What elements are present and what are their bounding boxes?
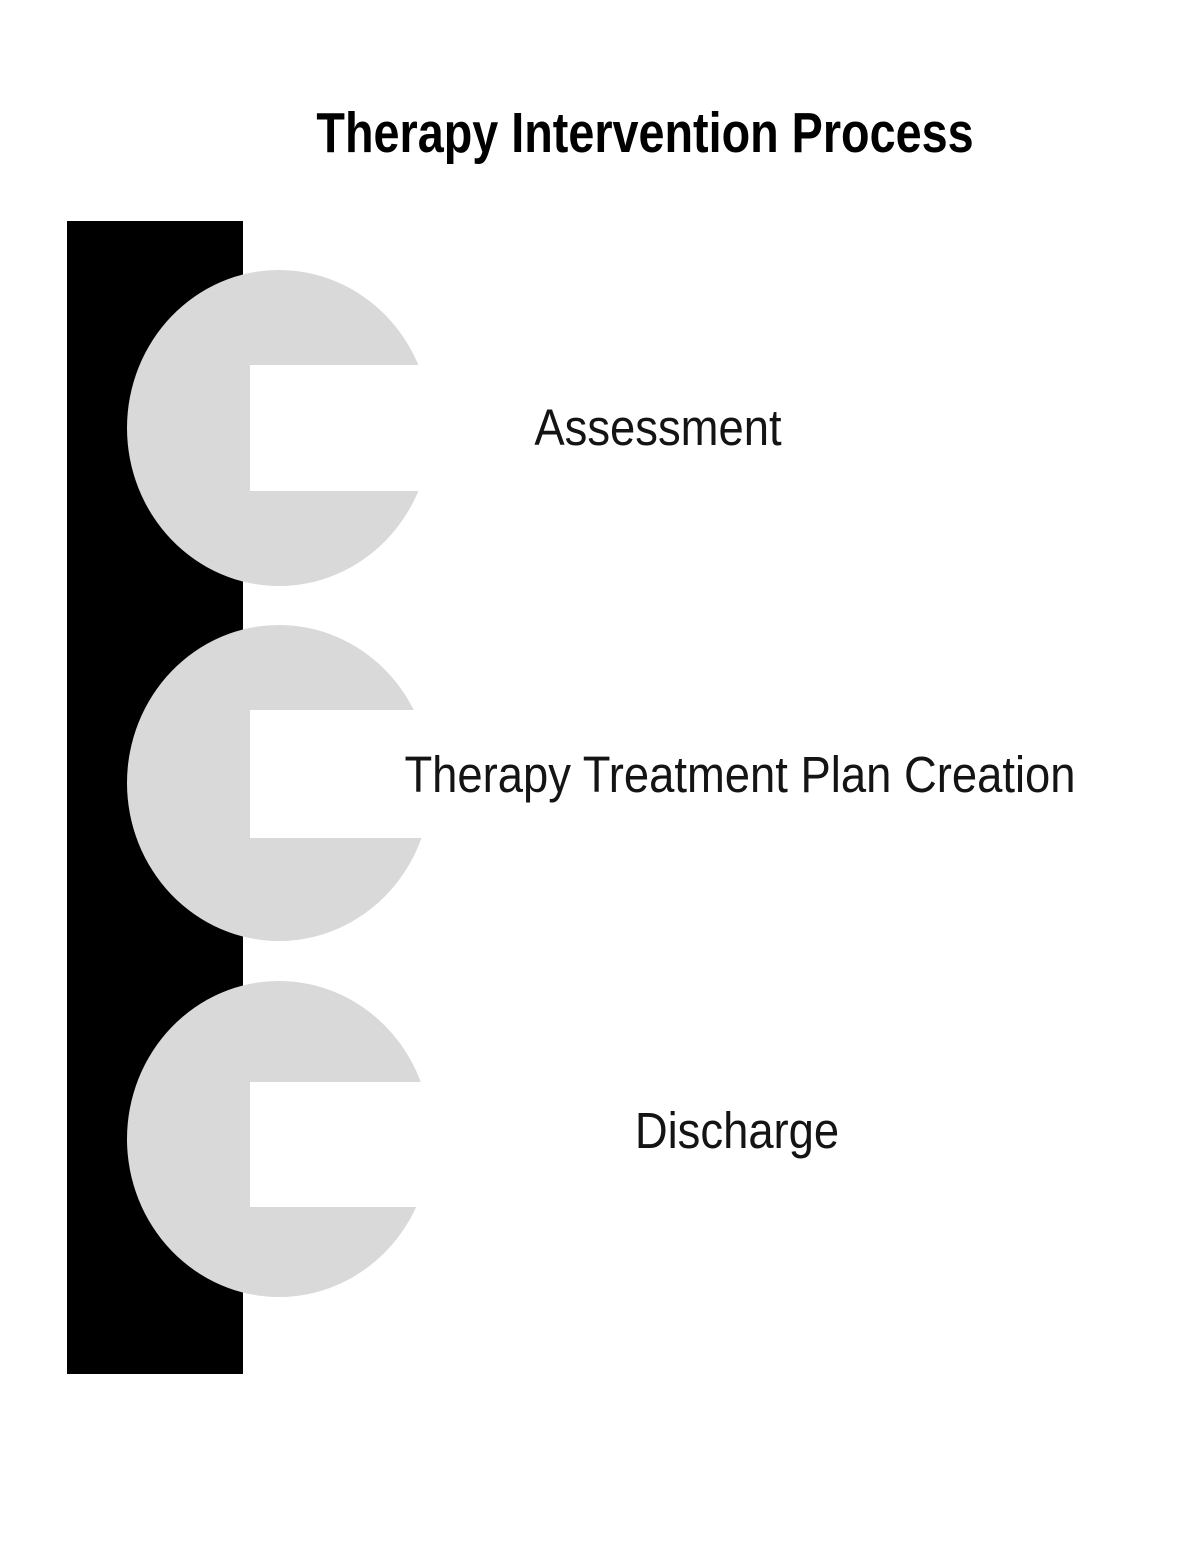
step-notch — [250, 710, 450, 838]
step-notch — [250, 1082, 450, 1207]
step-label: Discharge — [634, 1102, 840, 1159]
step-label: Therapy Treatment Plan Creation — [404, 746, 1076, 803]
step-label: Assessment — [534, 399, 782, 456]
page-title: Therapy Intervention Process — [316, 101, 974, 165]
step-notch — [250, 365, 450, 491]
